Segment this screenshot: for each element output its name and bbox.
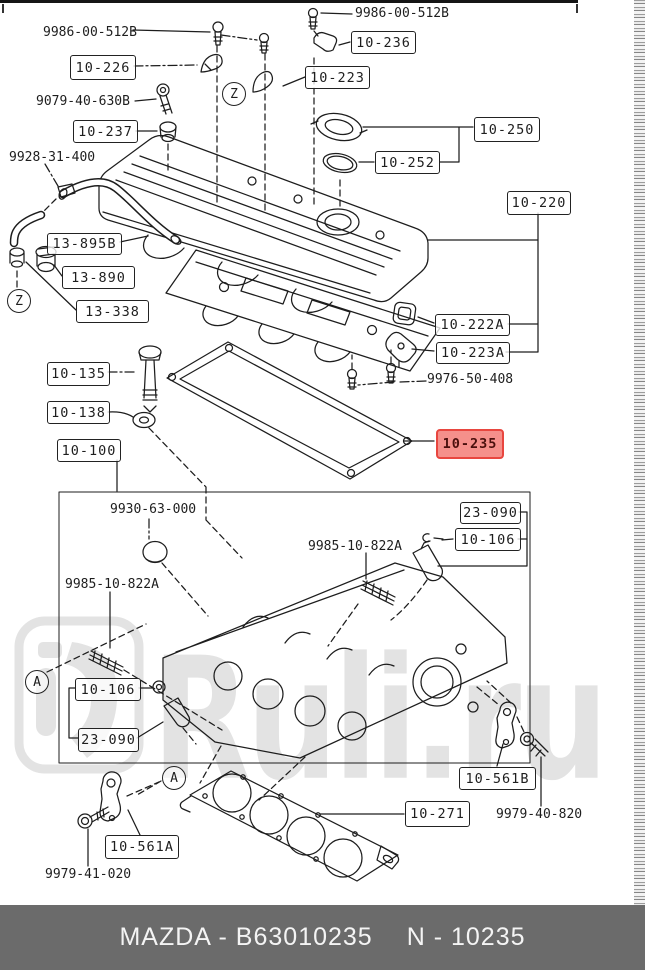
head-assembly-box: [59, 460, 530, 763]
top-screws-drawing: [133, 9, 352, 213]
oil-cap-and-seal-drawing: [311, 110, 473, 207]
callout-box-10-100[interactable]: 10-100: [57, 439, 121, 462]
callout-box-10-222A[interactable]: 10-222A: [435, 314, 510, 336]
callout-plug-9930: 9930-63-000: [110, 502, 197, 517]
callout-box-10-223A[interactable]: 10-223A: [436, 342, 510, 364]
callout-screw-9986-left: 9986-00-512B: [43, 25, 137, 40]
oil-nozzle-left-drawing: [69, 681, 196, 744]
callout-box-10-135[interactable]: 10-135: [47, 362, 110, 386]
head-gasket-drawing: [137, 746, 404, 881]
corner-tick-left: [2, 4, 4, 13]
callout-box-13-895B[interactable]: 13-895B: [47, 233, 122, 255]
view-marker-z-top: Z: [222, 82, 246, 106]
callout-bolt-9979-820: 9979-40-820: [496, 807, 583, 822]
callout-box-13-890[interactable]: 13-890: [62, 266, 135, 289]
callout-box-10-271[interactable]: 10-271: [405, 801, 470, 827]
callout-screw-9986-right: 9986-00-512B: [355, 6, 449, 21]
callout-bolt-9079: 9079-40-630B: [36, 94, 130, 109]
callout-box-10-252[interactable]: 10-252: [375, 151, 440, 174]
callout-box-10-223[interactable]: 10-223: [305, 66, 370, 89]
callout-bolt-9979-020: 9979-41-020: [45, 867, 132, 882]
breather-hoses-drawing: [10, 164, 183, 310]
callout-stud-9985-right: 9985-10-822A: [308, 539, 402, 554]
callout-box-10-106-right[interactable]: 10-106: [455, 528, 521, 551]
footer-part-number: N - 10235: [406, 923, 526, 951]
cylinder-head-drawing: [47, 519, 507, 758]
callout-box-10-235-highlighted[interactable]: 10-235: [436, 429, 504, 459]
callout-box-10-236[interactable]: 10-236: [351, 31, 416, 54]
footer-catalog-code: MAZDA - B63010235: [119, 923, 373, 951]
bolt-9079-and-grommet-drawing: [135, 84, 176, 173]
seal-222A-bracket-223A-drawing: [348, 302, 435, 389]
baffle-plate-drawing: [166, 250, 440, 371]
callout-box-10-561A[interactable]: 10-561A: [105, 835, 179, 859]
callout-box-10-237[interactable]: 10-237: [73, 120, 138, 143]
callout-box-23-090-left[interactable]: 23-090: [78, 728, 139, 752]
callout-box-23-090-right[interactable]: 23-090: [460, 502, 521, 524]
corner-tick-right: [576, 4, 578, 13]
oil-valve-right-drawing: [391, 512, 527, 620]
view-marker-a-bottom: A: [162, 766, 186, 790]
callout-box-10-220[interactable]: 10-220: [507, 191, 571, 215]
callout-box-10-250[interactable]: 10-250: [474, 117, 540, 142]
view-marker-a-left: A: [25, 670, 49, 694]
valve-cover-drawing: [99, 136, 538, 352]
scan-noise-strip: [634, 0, 645, 905]
callout-bolt-9976: 9976-50-408: [427, 372, 514, 387]
callout-elbow-9928: 9928-31-400: [9, 150, 96, 165]
callout-box-13-338[interactable]: 13-338: [76, 300, 149, 323]
callout-box-10-138[interactable]: 10-138: [47, 401, 110, 424]
valve-cover-gasket-drawing: [167, 342, 434, 479]
callout-box-10-561B[interactable]: 10-561B: [459, 767, 536, 790]
bracket-561B-drawing: [477, 681, 548, 806]
footer-bar: MAZDA - B63010235 N - 10235: [0, 905, 645, 970]
callout-stud-9985-left: 9985-10-822A: [65, 577, 159, 592]
callout-box-10-226[interactable]: 10-226: [70, 55, 136, 80]
callout-box-10-106-left[interactable]: 10-106: [75, 678, 141, 701]
view-marker-z-left: Z: [7, 289, 31, 313]
bracket-561A-drawing: [78, 772, 159, 866]
top-border-line: [0, 0, 578, 3]
